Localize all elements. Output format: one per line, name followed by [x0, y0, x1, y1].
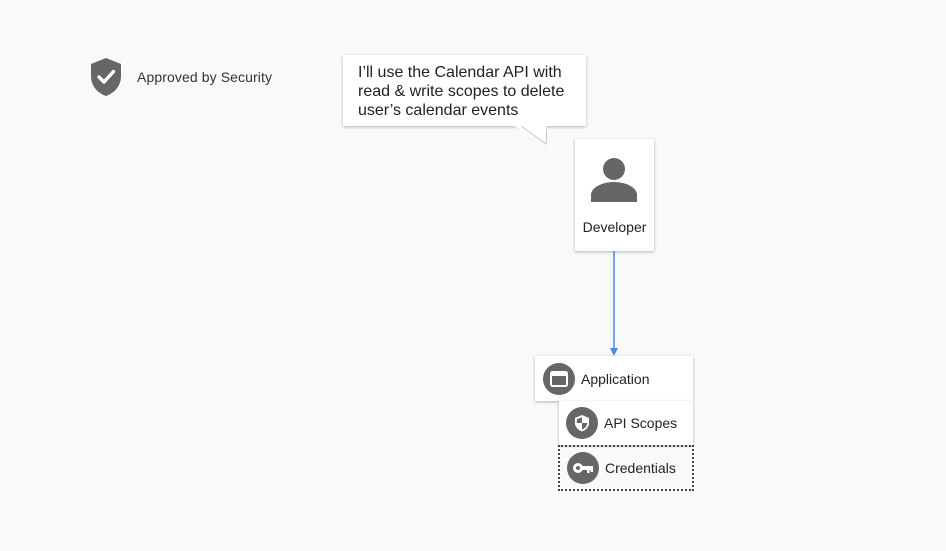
speech-line: read & write scopes to delete: [358, 83, 565, 100]
speech-line: I’ll use the Calendar API with: [358, 64, 562, 81]
credentials-box: Credentials: [558, 445, 694, 491]
developer-card: Developer: [575, 139, 654, 251]
credentials-label: Credentials: [605, 460, 676, 476]
connector-arrow: [610, 251, 618, 356]
application-label: Application: [581, 370, 650, 387]
shield-check-icon: [91, 58, 121, 96]
shield-icon: [566, 407, 598, 439]
approved-legend: Approved by Security: [89, 57, 272, 97]
developer-label: Developer: [582, 219, 647, 235]
application-card: Application: [535, 356, 693, 401]
speech-bubble-tail: [513, 125, 547, 145]
speech-line: user’s calendar events: [358, 102, 519, 119]
legend-label: Approved by Security: [137, 69, 273, 85]
speech-bubble: I’ll use the Calendar API with read & wr…: [343, 55, 586, 126]
window-icon: [543, 362, 575, 395]
person-icon: [591, 158, 637, 202]
api-scopes-label: API Scopes: [604, 415, 678, 431]
api-scopes-card: API Scopes: [559, 401, 693, 445]
key-icon: [567, 452, 599, 484]
